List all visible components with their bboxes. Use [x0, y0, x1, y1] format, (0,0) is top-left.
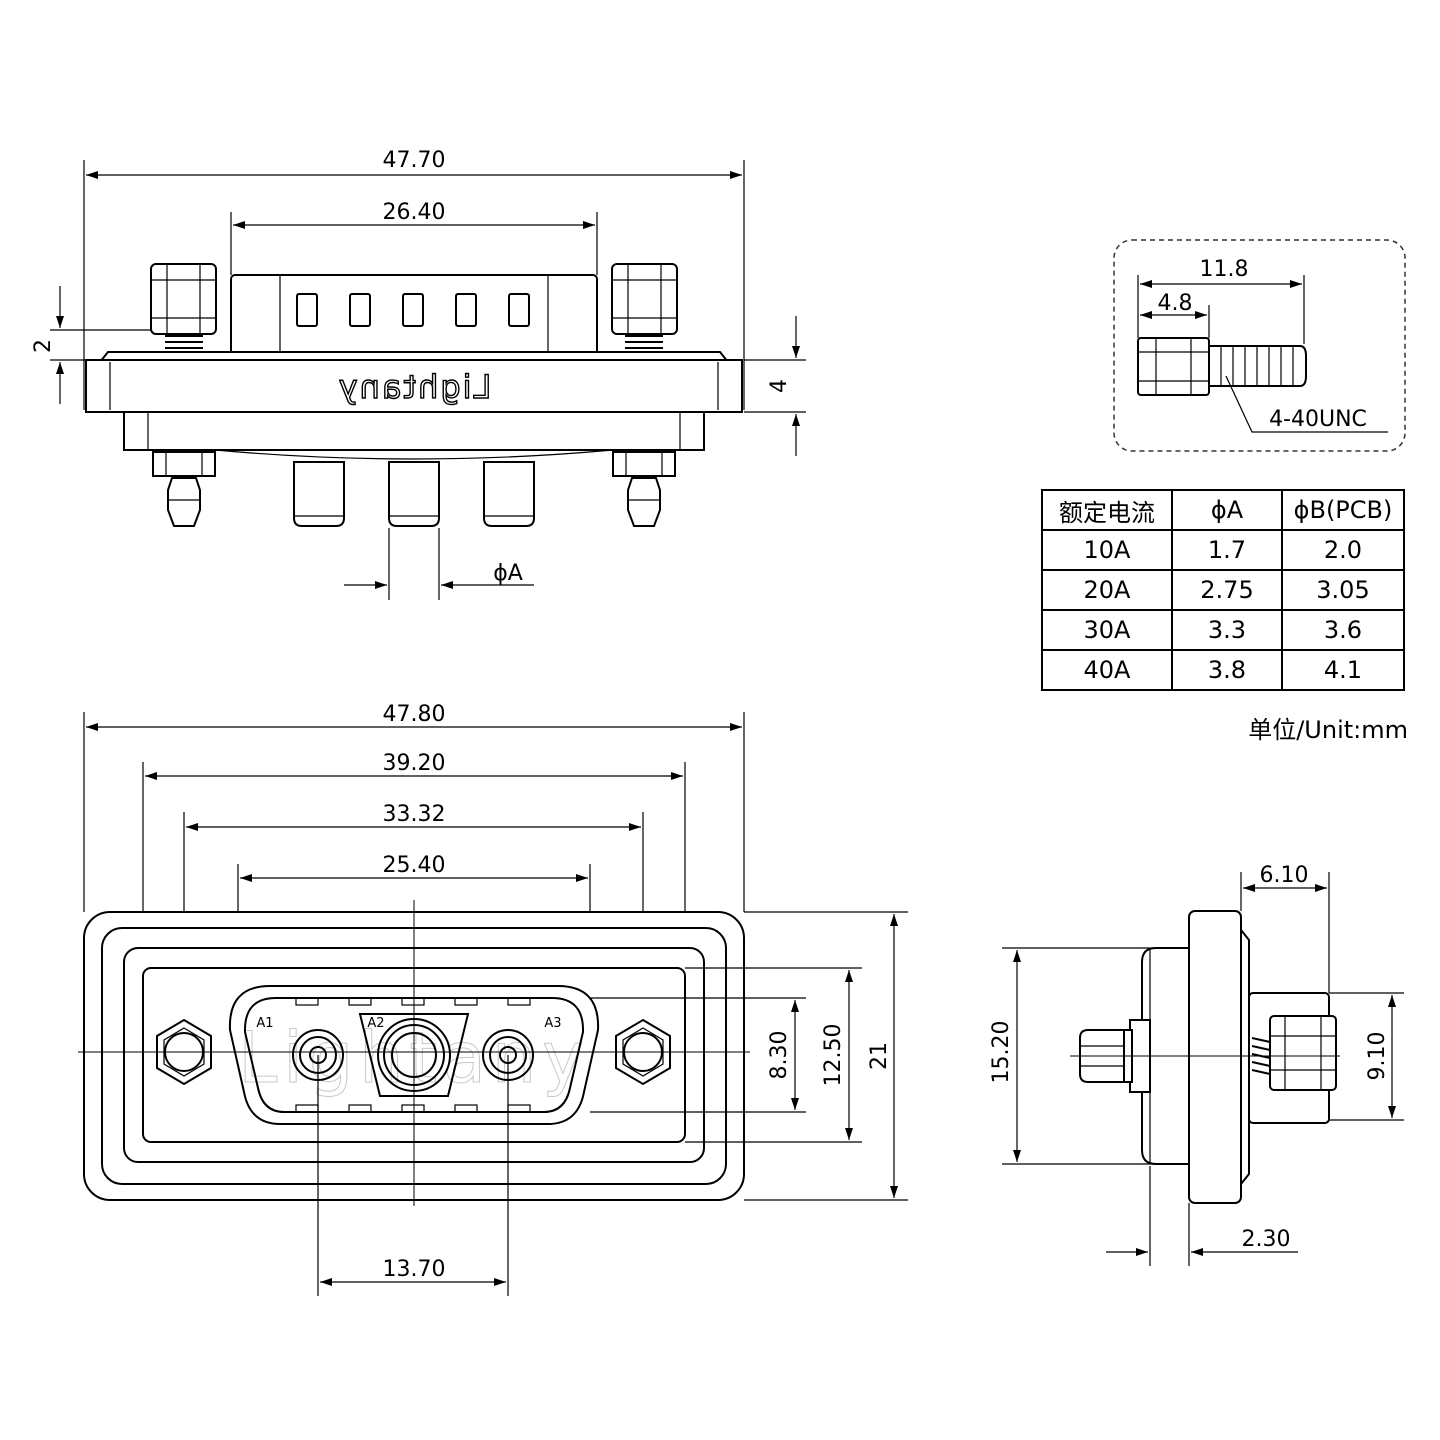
brand-logo-mirrored: Lightany: [337, 368, 492, 406]
table-cell: 3.6: [1281, 609, 1405, 651]
side-flange: [1188, 910, 1242, 1204]
dim-inner-height: 12.50: [821, 1024, 846, 1087]
dim-overall-width: 47.70: [383, 148, 446, 173]
dim-body-height: 15.20: [989, 1021, 1014, 1084]
table-cell: 4.1: [1281, 649, 1405, 691]
table-row: 10A 1.7 2.0: [1041, 529, 1405, 571]
detail-frame: [1113, 239, 1406, 452]
flange-top-view: [85, 359, 743, 413]
table-cell: 3.8: [1171, 649, 1283, 691]
top-view: 47.70 26.40: [31, 148, 806, 600]
screw-detail: 11.8 4.8 4-40UNC: [1113, 239, 1406, 452]
dim-mount-hole-pitch: 33.32: [383, 802, 446, 827]
contact-label-a2: A2: [367, 1016, 384, 1031]
thread-spec-label: 4-40UNC: [1269, 407, 1367, 432]
d-shell-top: [230, 274, 598, 357]
table-header-row: 额定电流 ϕA ϕB(PCB): [1041, 489, 1405, 531]
contact-label-a1: A1: [256, 1016, 273, 1031]
key-insert: [358, 1013, 470, 1097]
spec-table: 额定电流 ϕA ϕB(PCB) 10A 1.7 2.0 20A 2.75 3.0…: [1041, 489, 1405, 691]
dim-nut-depth: 6.10: [1260, 863, 1309, 888]
table-row: 20A 2.75 3.05: [1041, 569, 1405, 611]
front-view: 47.80 39.20 33.32 25.40 Lightany: [78, 702, 908, 1296]
d-shell-outer: [228, 985, 600, 1125]
dim-screw-length: 11.8: [1200, 257, 1249, 282]
table-cell: 30A: [1041, 609, 1173, 651]
screw-hex-head: [1137, 337, 1210, 396]
table-cell: 2.0: [1281, 529, 1405, 571]
side-hex-nut: [1269, 1015, 1337, 1091]
table-header: ϕB(PCB): [1281, 489, 1405, 531]
board-lock-right: [612, 451, 676, 527]
dim-contact-pitch: 13.70: [383, 1257, 446, 1282]
hex-nut-left: [150, 263, 217, 355]
hex-nut-right: [611, 263, 678, 355]
table-row: 30A 3.3 3.6: [1041, 609, 1405, 651]
contact-label-a3: A3: [544, 1016, 561, 1031]
shell-dimples: [295, 997, 531, 1113]
table-row: 40A 3.8 4.1: [1041, 649, 1405, 691]
dim-shell-width: 26.40: [383, 200, 446, 225]
dim-flange-thickness: 4: [767, 379, 792, 393]
dim-nut-height: 9.10: [1365, 1032, 1390, 1081]
power-pins-top: [293, 461, 535, 527]
unit-note: 单位/Unit:mm: [1248, 716, 1408, 744]
table-header: ϕA: [1171, 489, 1283, 531]
dim-head-length: 4.8: [1158, 291, 1193, 316]
table-cell: 20A: [1041, 569, 1173, 611]
dim-flange-step: 2: [31, 339, 56, 353]
board-lock-left: [152, 451, 216, 527]
table-cell: 10A: [1041, 529, 1173, 571]
table-cell: 2.75: [1171, 569, 1283, 611]
connector-body-lower: [123, 411, 705, 451]
dim-gasket-width: 39.20: [383, 751, 446, 776]
dim-flange-height: 21: [867, 1042, 892, 1070]
table-header: 额定电流: [1041, 489, 1173, 531]
dim-flange-thickness-side: 2.30: [1242, 1227, 1291, 1252]
dim-flange-width: 47.80: [383, 702, 446, 727]
dim-shell-width-front: 25.40: [383, 853, 446, 878]
contact-slots: [296, 293, 530, 327]
d-shell-inner: [243, 997, 585, 1113]
side-view: 6.10 15.20 9.10 2.30: [989, 863, 1404, 1266]
table-cell: 40A: [1041, 649, 1173, 691]
table-cell: 3.05: [1281, 569, 1405, 611]
dim-pin-diameter: ϕA: [493, 561, 523, 586]
table-cell: 1.7: [1171, 529, 1283, 571]
table-cell: 3.3: [1171, 609, 1283, 651]
dim-shell-height: 8.30: [767, 1031, 792, 1080]
